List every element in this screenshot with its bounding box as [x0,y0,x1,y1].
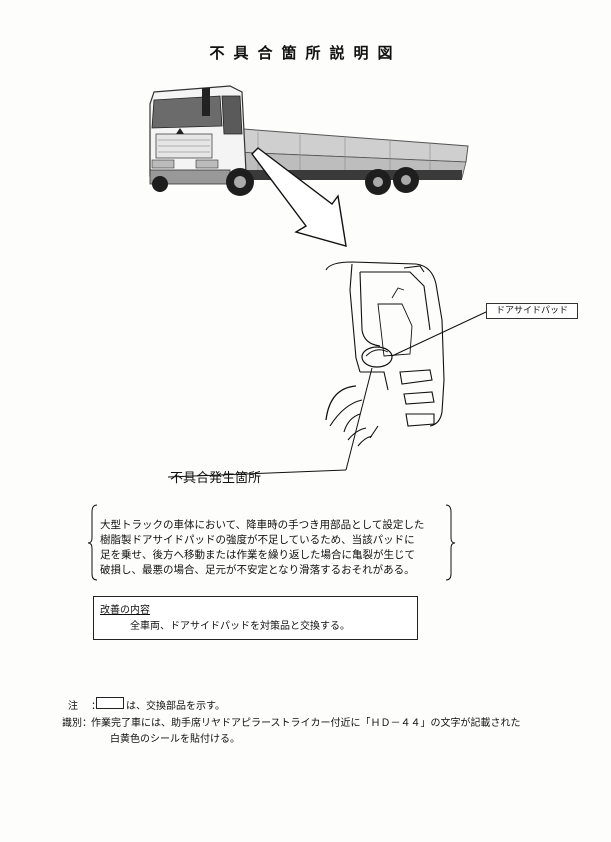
defect-description: 大型トラックの車体において、降車時の手つき用部品として設定した 樹脂製ドアサイド… [100,518,440,578]
part-label: ドアサイドパッド [486,303,578,319]
replacement-part-marker [96,697,124,709]
improvement-box: 改善の内容 全車両、ドアサイドパッドを対策品と交換する。 [93,596,418,640]
note-label: 注 [68,701,78,712]
note-text: は、交換部品を示す。 [126,701,225,712]
truck-image [149,85,469,196]
improvement-text: 全車両、ドアサイドパッドを対策品と交換する。 [130,621,350,632]
description-line: 破損し、最悪の場合、足元が不安定となり滑落するおそれがある。 [100,564,415,576]
identification-text-line: 白黄色のシールを貼付ける。 [110,734,240,745]
page-title: 不具合箇所説明図 [209,44,402,62]
identification-text-line: 作業完了車には、助手席リヤドアピラーストライカー付近に「ＨＤ－４４」の文字が記載… [91,718,521,729]
description-line: 樹脂製ドアサイドパッドの強度が不足しているため、当該パッドに [100,534,415,546]
pointer-arrow [251,147,347,247]
defect-heading: 不具合発生箇所 [170,471,262,486]
description-line: 大型トラックの車体において、降車時の手つき用部品として設定した [100,519,425,531]
leader-lines [167,311,487,478]
description-bracket [87,504,456,581]
identification-label: 識別： [62,718,92,729]
improvement-heading: 改善の内容 [100,605,150,616]
cab-door-drawing [325,261,445,447]
description-line: 足を乗せ、後方へ移動または作業を繰り返した場合に亀裂が生じて [100,549,415,561]
